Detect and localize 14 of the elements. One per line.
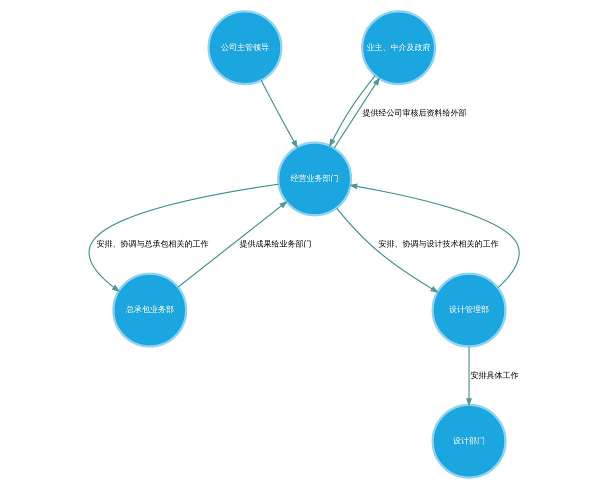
arrow <box>177 200 288 288</box>
node-circle: 设计部门 <box>431 404 506 479</box>
edge-label: 提供经公司审核后资料给外部 <box>362 107 466 118</box>
edge-label: 安排、协调与设计技术相关的工作 <box>378 238 498 249</box>
node-circle: 设计管理部 <box>431 272 506 348</box>
arrow <box>260 80 298 149</box>
arrow <box>466 346 472 407</box>
arrow <box>336 208 438 293</box>
edge-label: 提供成果给业务部门 <box>239 238 312 249</box>
node-circle: 公司主管领导 <box>206 10 282 86</box>
edge-label: 安排、协调与总承包相关的工作 <box>96 238 208 249</box>
arrow <box>348 184 520 288</box>
edge-label: 安排具体工作 <box>470 370 518 380</box>
arrow <box>88 184 278 292</box>
